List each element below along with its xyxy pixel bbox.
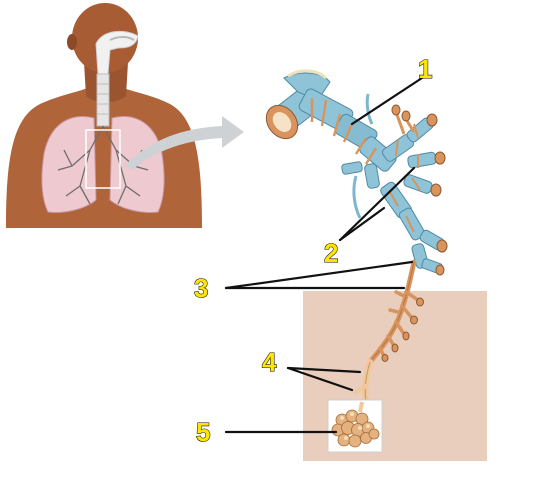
nasal-turbinate	[109, 36, 135, 41]
left-lung	[41, 116, 97, 213]
blood-vessel	[352, 93, 374, 219]
bronchial-tree-small	[57, 125, 149, 205]
leader-lines	[224, 76, 424, 434]
bronchioles	[341, 104, 448, 276]
zoom-region-box	[85, 129, 121, 189]
leader-2b	[338, 206, 386, 242]
trachea-small	[96, 73, 110, 127]
nasal-cavity	[95, 30, 139, 75]
bronchus	[265, 69, 397, 172]
leader-2a	[338, 166, 416, 242]
label-4: 4	[262, 347, 277, 377]
terminal-bronchioles	[367, 259, 424, 365]
leader-3a	[224, 260, 414, 290]
leader-4a	[286, 366, 362, 374]
callout-arrow-icon	[124, 116, 244, 170]
leader-1	[350, 76, 424, 126]
label-2: 2	[324, 238, 338, 268]
leader-4b	[286, 366, 354, 392]
label-3: 3	[194, 273, 208, 303]
human-torso-figure	[6, 3, 202, 228]
label-5: 5	[196, 417, 210, 447]
ear	[67, 34, 77, 50]
label-1: 1	[418, 54, 432, 84]
